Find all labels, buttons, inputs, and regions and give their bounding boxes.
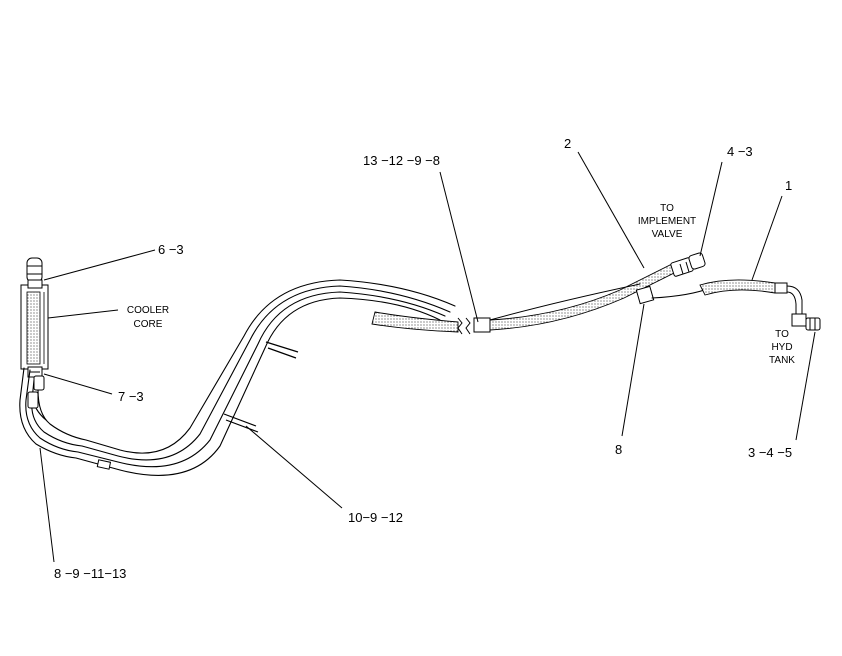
- note-cooler-core-line2: CORE: [134, 319, 163, 330]
- callout-4-3: 4 −3: [727, 144, 753, 159]
- break-coupling: [473, 317, 491, 333]
- implement-valve-fitting: [670, 252, 706, 277]
- callout-6-3: 6 −3: [158, 242, 184, 257]
- left-elbow-fittings: [27, 375, 45, 409]
- note-hyd-tank-line2: HYD: [771, 342, 792, 353]
- callout-8: 8: [615, 442, 622, 457]
- mid-hose-clamp-8: [635, 285, 655, 305]
- middle-hose-section: [371, 311, 471, 335]
- callout-1: 1: [785, 178, 792, 193]
- callout-13-12-9-8: 13 −12 −9 −8: [363, 153, 440, 168]
- callout-2: 2: [564, 136, 571, 151]
- bundle-clamp-upper: [265, 341, 299, 359]
- hyd-tank-hose: [651, 279, 803, 317]
- leader-lines: [39, 151, 816, 563]
- lower-hose-coupling: [96, 459, 112, 470]
- callout-3-4-5: 3 −4 −5: [748, 445, 792, 460]
- return-hose-bundle: [19, 279, 456, 476]
- callout-8-9-11-13: 8 −9 −11−13: [54, 566, 126, 581]
- note-implement-valve-line2: IMPLEMENT: [638, 216, 696, 227]
- note-cooler-core-line1: COOLER: [127, 305, 169, 316]
- note-hyd-tank-line1: TO: [775, 329, 789, 340]
- hyd-tank-fittings: [791, 313, 821, 331]
- note-implement-valve-line1: TO: [660, 203, 674, 214]
- cooler-top-elbow-fitting: [26, 257, 43, 289]
- note-implement-valve-line3: VALVE: [652, 229, 683, 240]
- bundle-clamp-lower: [223, 413, 259, 433]
- note-hyd-tank-line3: TANK: [769, 355, 795, 366]
- cooler-core: [20, 284, 49, 370]
- callout-10-9-12: 10−9 −12: [348, 510, 403, 525]
- callout-7-3: 7 −3: [118, 389, 144, 404]
